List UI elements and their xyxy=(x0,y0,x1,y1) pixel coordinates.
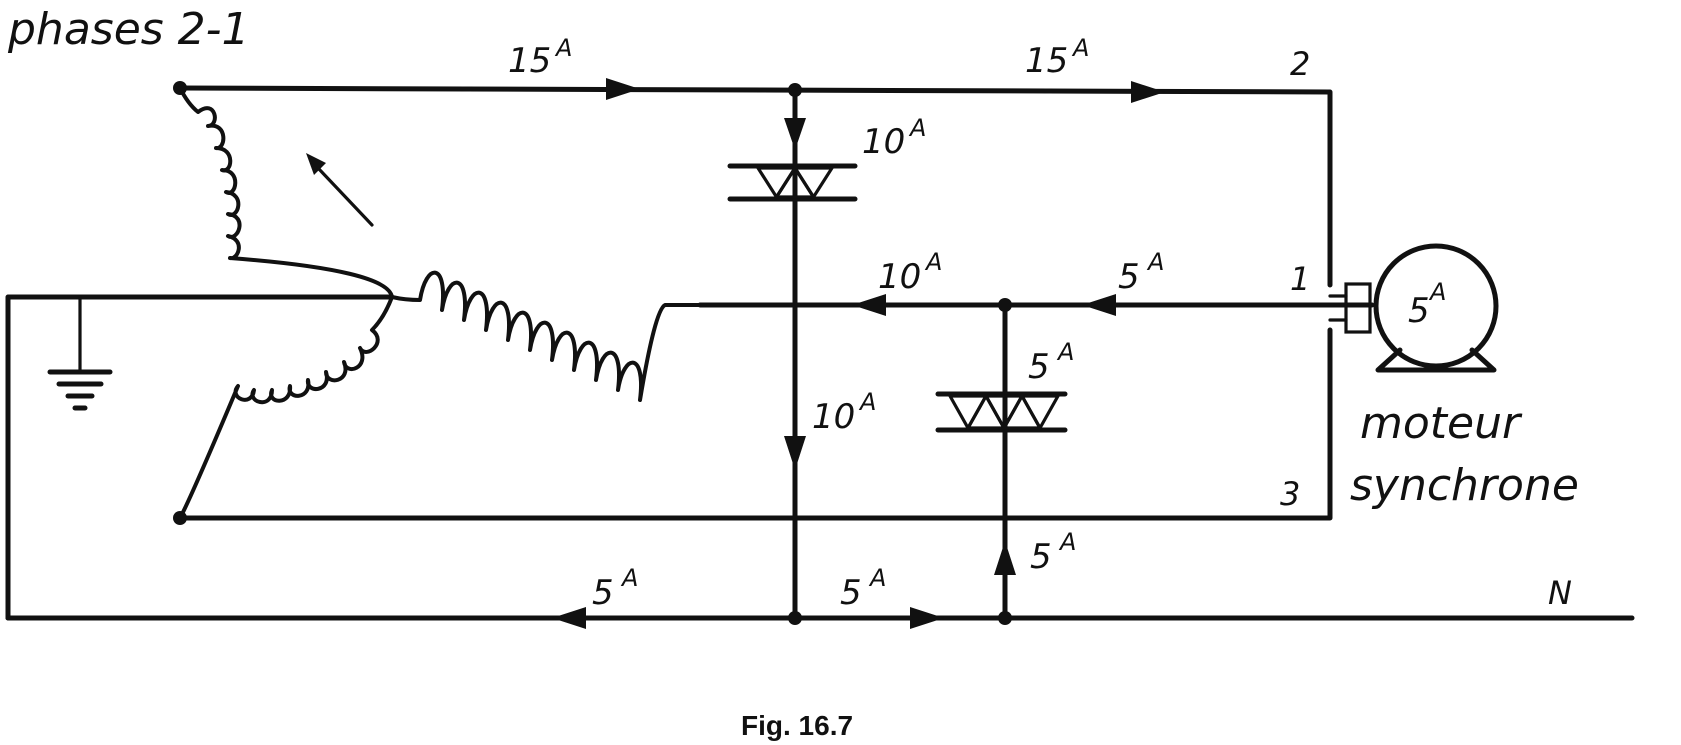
current-unit: A xyxy=(858,388,876,416)
current-down-left: 10 xyxy=(812,397,855,437)
winding-phase-1 xyxy=(390,270,707,402)
synchronous-motor: 5 A xyxy=(1328,243,1499,373)
current-unit: A xyxy=(868,564,886,592)
figure-caption: Fig. 16.7 xyxy=(741,710,853,741)
triac-array-2 xyxy=(935,391,1068,433)
current-bottom-left: 5 xyxy=(592,573,614,613)
current-triac-2: 5 xyxy=(1028,347,1050,387)
junction-dot xyxy=(788,611,802,625)
current-bottom-right: 5 xyxy=(840,573,862,613)
arrow-right-icon xyxy=(1131,81,1165,103)
winding-phase-2 xyxy=(178,86,394,299)
arrow-down-icon xyxy=(784,118,806,150)
current-unit: A xyxy=(620,564,638,592)
current-top-left: 15 xyxy=(508,41,551,81)
current-unit: A xyxy=(924,248,942,276)
wire-phase-2 xyxy=(177,85,1333,288)
current-labels: 15 A 15 A 10 A 10 A 5 A 5 A 10 A 5 A 5 A… xyxy=(508,34,1164,613)
current-mid-left: 10 xyxy=(878,257,921,297)
terminal-label-2: 2 xyxy=(1290,45,1310,83)
motor-current-unit: A xyxy=(1428,278,1446,306)
terminal-label-3: 3 xyxy=(1280,475,1300,513)
wires xyxy=(5,85,1635,621)
arrow-left-icon xyxy=(1082,294,1116,316)
arrow-right-icon xyxy=(606,78,640,100)
current-unit: A xyxy=(554,34,572,62)
current-triac-1: 10 xyxy=(862,122,905,162)
terminal-label-neutral: N xyxy=(1548,574,1572,612)
arrow-up-icon xyxy=(994,541,1016,575)
wire-ground-return xyxy=(5,294,393,621)
motor-label-line-2: synchrone xyxy=(1350,460,1579,511)
junctions xyxy=(173,81,1012,625)
arrow-right-icon xyxy=(910,607,944,629)
current-unit: A xyxy=(1071,34,1089,62)
ground-symbol xyxy=(47,295,113,411)
motor-base xyxy=(1375,347,1497,373)
motor-label-line-1: moteur xyxy=(1360,398,1523,449)
transformer-star-windings xyxy=(178,86,707,520)
current-mid-right: 5 xyxy=(1118,257,1140,297)
current-arrows xyxy=(552,78,1165,629)
current-unit: A xyxy=(908,114,926,142)
diagram-title: phases 2-1 xyxy=(7,4,250,55)
winding-phase-3 xyxy=(178,295,394,520)
triac-array-1 xyxy=(727,163,858,202)
current-top-right: 15 xyxy=(1025,41,1068,81)
current-unit: A xyxy=(1056,338,1074,366)
arrow-left-icon xyxy=(852,294,886,316)
current-unit: A xyxy=(1058,528,1076,556)
motor-body xyxy=(1373,243,1499,369)
rotation-arrow-head xyxy=(306,153,326,175)
arrow-down-icon xyxy=(784,436,806,470)
motor-terminal-box xyxy=(1344,282,1372,334)
junction-dot xyxy=(998,611,1012,625)
junction-dot xyxy=(998,298,1012,312)
current-unit: A xyxy=(1146,248,1164,276)
junction-dot xyxy=(788,83,802,97)
rotation-arrow-shaft xyxy=(316,166,374,227)
terminal-label-1: 1 xyxy=(1290,260,1310,298)
wire-phase-3 xyxy=(177,327,1333,521)
motor-current-value: 5 xyxy=(1408,291,1430,331)
arrow-left-icon xyxy=(552,607,586,629)
current-up-right: 5 xyxy=(1030,537,1052,577)
